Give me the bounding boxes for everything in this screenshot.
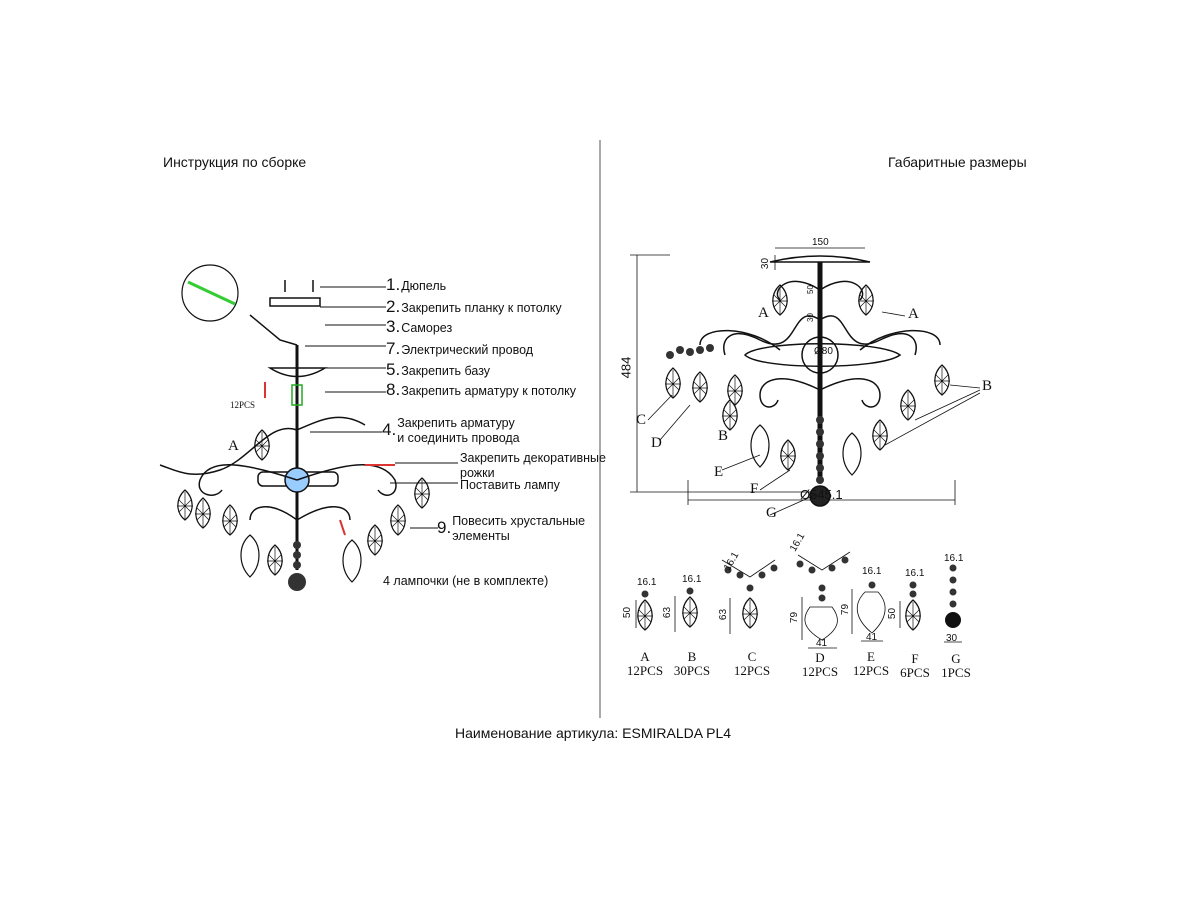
dim-seg1: 50 <box>805 285 815 294</box>
part-g-width: 30 <box>946 633 958 644</box>
step-text: Дюпель <box>401 279 447 293</box>
part-d-height: 79 <box>789 611 801 624</box>
callout-d: D <box>651 435 662 451</box>
part-g-bead: 16.1 <box>944 553 964 564</box>
part-letter: F <box>911 651 919 666</box>
part-c-height: 63 <box>718 608 730 621</box>
step-text: Электрический провод <box>401 343 534 357</box>
part-qty: 12PCS <box>626 663 664 678</box>
step-text: Поставить лампу <box>460 478 560 492</box>
part-qty: 1PCS <box>941 665 971 680</box>
step-7: 7.Электрический провод <box>386 339 534 358</box>
part-e-width: 41 <box>866 632 878 643</box>
step-text: Закрепить базу <box>401 364 491 378</box>
callout-g: G <box>766 505 777 521</box>
step-text: Саморез <box>401 321 453 335</box>
part-d-width: 41 <box>816 638 828 649</box>
callout-a: A <box>908 306 919 322</box>
step-8: 8.Закрепить арматуру к потолку <box>386 380 577 399</box>
step-text: 4 лампочки (не в комплекте) <box>383 574 549 588</box>
assembly-diagram <box>159 264 397 591</box>
part-e-height: 79 <box>840 603 852 616</box>
part-qty: 12PCS <box>801 664 839 679</box>
part-letter: B <box>687 649 697 664</box>
dim-seg2: 30 <box>805 313 815 322</box>
callout-b: B <box>982 378 993 394</box>
part-f-height: 50 <box>887 607 899 620</box>
callout-b: B <box>718 428 729 444</box>
part-letter: A <box>640 649 650 664</box>
dim-height: 484 <box>618 356 634 379</box>
step-number: 3. <box>386 317 401 336</box>
step-text: Закрепить декоративные <box>460 451 606 465</box>
step-text: рожки <box>460 466 495 480</box>
article-name: Наименование артикула: ESMIRALDA PL4 <box>455 725 732 741</box>
part-qty: 12PCS <box>733 663 771 678</box>
part-a-bead: 16.1 <box>637 577 657 588</box>
callout-c: C <box>636 412 647 428</box>
dimensions-title: Габаритные размеры <box>888 154 1027 170</box>
step-number: 7. <box>386 339 401 358</box>
part-f-bead: 16.1 <box>905 568 925 579</box>
step-install-lamp: Поставить лампу <box>460 478 560 493</box>
callout-f: F <box>750 481 759 497</box>
callout-e: E <box>714 464 724 480</box>
step-5: 5.Закрепить базу <box>386 360 491 379</box>
step-text: и соединить провода <box>397 431 520 445</box>
step-1: 1.Дюпель <box>386 275 447 294</box>
part-letter: C <box>747 649 757 664</box>
step-number: 9. <box>437 518 452 537</box>
part-letter: G <box>951 651 961 666</box>
part-qty: 6PCS <box>900 665 930 680</box>
dim-top-height: 30 <box>760 257 772 270</box>
part-b-bead: 16.1 <box>682 574 702 585</box>
dim-top-width: 150 <box>812 237 829 248</box>
step-text: Повесить хрустальные <box>452 514 586 528</box>
step-text: Закрепить арматуру <box>397 416 515 430</box>
part-b-height: 63 <box>662 606 674 619</box>
step-number: 1. <box>386 275 401 294</box>
pcs-callout: 12PCS <box>230 400 256 410</box>
step-number: 4. <box>382 420 397 439</box>
bulbs-note: 4 лампочки (не в комплекте) <box>383 574 548 589</box>
step-number: 8. <box>386 380 401 399</box>
dimension-diagram <box>630 247 956 507</box>
step-number: 2. <box>386 297 401 316</box>
step-text: элементы <box>452 529 510 543</box>
part-letter: D <box>815 650 825 665</box>
step-3: 3.Саморез <box>386 317 453 336</box>
part-qty: 30PCS <box>673 663 711 678</box>
step-2: 2.Закрепить планку к потолку <box>386 297 562 316</box>
step-number: 5. <box>386 360 401 379</box>
step-text: Закрепить планку к потолку <box>401 301 562 315</box>
part-qty: 12PCS <box>852 663 890 678</box>
part-a-height: 50 <box>622 606 634 619</box>
callout-a-left: A <box>228 438 239 454</box>
assembly-title: Инструкция по сборке <box>163 154 307 170</box>
part-letter: E <box>867 649 875 664</box>
part-e-bead: 16.1 <box>862 566 882 577</box>
dim-diameter: Ø545.1 <box>800 487 843 502</box>
step-text: Закрепить арматуру к потолку <box>401 384 577 398</box>
callout-a: A <box>758 305 769 321</box>
dim-center: Ø80 <box>814 346 833 357</box>
